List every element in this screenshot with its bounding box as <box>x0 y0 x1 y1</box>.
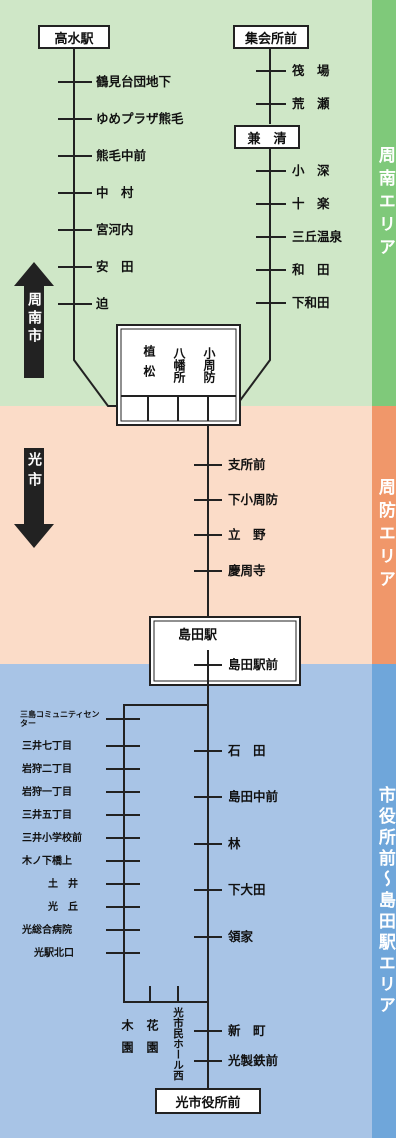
stop-right-mid-3: 和 田 <box>292 262 330 277</box>
stop-bottom-hanazono: 花園 <box>145 1019 159 1063</box>
stop-center-4: 島田駅前 <box>228 657 279 672</box>
stop-main-left-3: 岩狩一丁目 <box>22 787 72 798</box>
stop-right-mid-2: 三丘温泉 <box>292 229 343 244</box>
terminal-hikari-shiyakushomae: 光市役所前 <box>155 1088 261 1114</box>
stop-main-left-8: 光 丘 <box>48 902 78 913</box>
terminal-shukaishomae: 集会所前 <box>233 25 309 49</box>
junction-stop-hachimansho: 八幡所 <box>172 347 186 383</box>
stop-left-5: 安 田 <box>96 259 134 274</box>
stop-main-left-5: 三井小学校前 <box>22 833 82 844</box>
junction-stop-kosuo: 小周防 <box>202 347 216 383</box>
stop-left-0: 鶴見台団地下 <box>96 74 172 89</box>
shuho-area-label: 周防エリア <box>374 477 395 593</box>
terminal-kensei: 兼 清 <box>234 125 300 149</box>
stop-main-right-6: 光製鉄前 <box>228 1053 279 1068</box>
stop-center-3: 慶周寺 <box>228 563 266 578</box>
stop-left-1: ゆめプラザ熊毛 <box>96 111 184 126</box>
terminal-shimada-eki: 島田駅 <box>178 628 218 643</box>
shiyakusho-area-band <box>0 664 372 1138</box>
stop-main-right-4: 領家 <box>228 929 254 944</box>
stop-center-0: 支所前 <box>228 457 266 472</box>
stop-main-left-7: 土 井 <box>48 879 78 890</box>
stop-main-right-0: 石 田 <box>228 743 266 758</box>
stop-main-left-6: 木ノ下橋上 <box>22 856 72 867</box>
shiyakusho-area-label: 市役所前～島田駅エリア <box>374 785 395 1017</box>
stop-left-2: 熊毛中前 <box>96 148 147 163</box>
shiyakusho-area-tag: 市役所前～島田駅エリア <box>372 664 396 1138</box>
stop-left-6: 迫 <box>96 296 109 311</box>
stop-center-2: 立 野 <box>228 527 266 542</box>
stop-main-left-2: 岩狩二丁目 <box>22 764 72 775</box>
stop-main-right-3: 下大田 <box>228 882 266 897</box>
hikari-city-label: 光市 <box>26 452 42 492</box>
stop-main-right-2: 林 <box>228 836 241 851</box>
junction-stop-uematsu: 植松 <box>142 345 156 385</box>
stop-main-left-4: 三井五丁目 <box>22 810 72 821</box>
shunan-area-label: 周南エリア <box>374 145 395 261</box>
stop-bottom-kien: 木園 <box>120 1019 134 1063</box>
stop-main-left-0: 三島コミュニティセンター <box>20 710 100 728</box>
stop-main-right-1: 島田中前 <box>228 789 279 804</box>
stop-right-mid-0: 小 深 <box>292 163 330 178</box>
stop-center-1: 下小周防 <box>228 492 279 507</box>
shuho-area-tag: 周防エリア <box>372 406 396 664</box>
terminal-takamizu: 高水駅 <box>38 25 110 49</box>
stop-right-mid-4: 下和田 <box>292 295 330 310</box>
shunan-city-label: 周南市 <box>26 292 42 346</box>
stop-left-4: 宮河内 <box>96 222 134 237</box>
stop-main-left-10: 光駅北口 <box>34 948 74 959</box>
stop-left-3: 中 村 <box>96 185 134 200</box>
stop-bottom-hikari-hall: 光市民ホール西 <box>172 1007 184 1081</box>
stop-main-left-1: 三井七丁目 <box>22 741 72 752</box>
stop-right-mid-1: 十 楽 <box>292 196 330 211</box>
shunan-area-tag: 周南エリア <box>372 0 396 406</box>
stop-main-left-9: 光総合病院 <box>22 925 72 936</box>
stop-right-top-1: 荒 瀬 <box>292 96 330 111</box>
stop-main-right-5: 新 町 <box>228 1023 266 1038</box>
stop-right-top-0: 筏 場 <box>292 63 330 78</box>
